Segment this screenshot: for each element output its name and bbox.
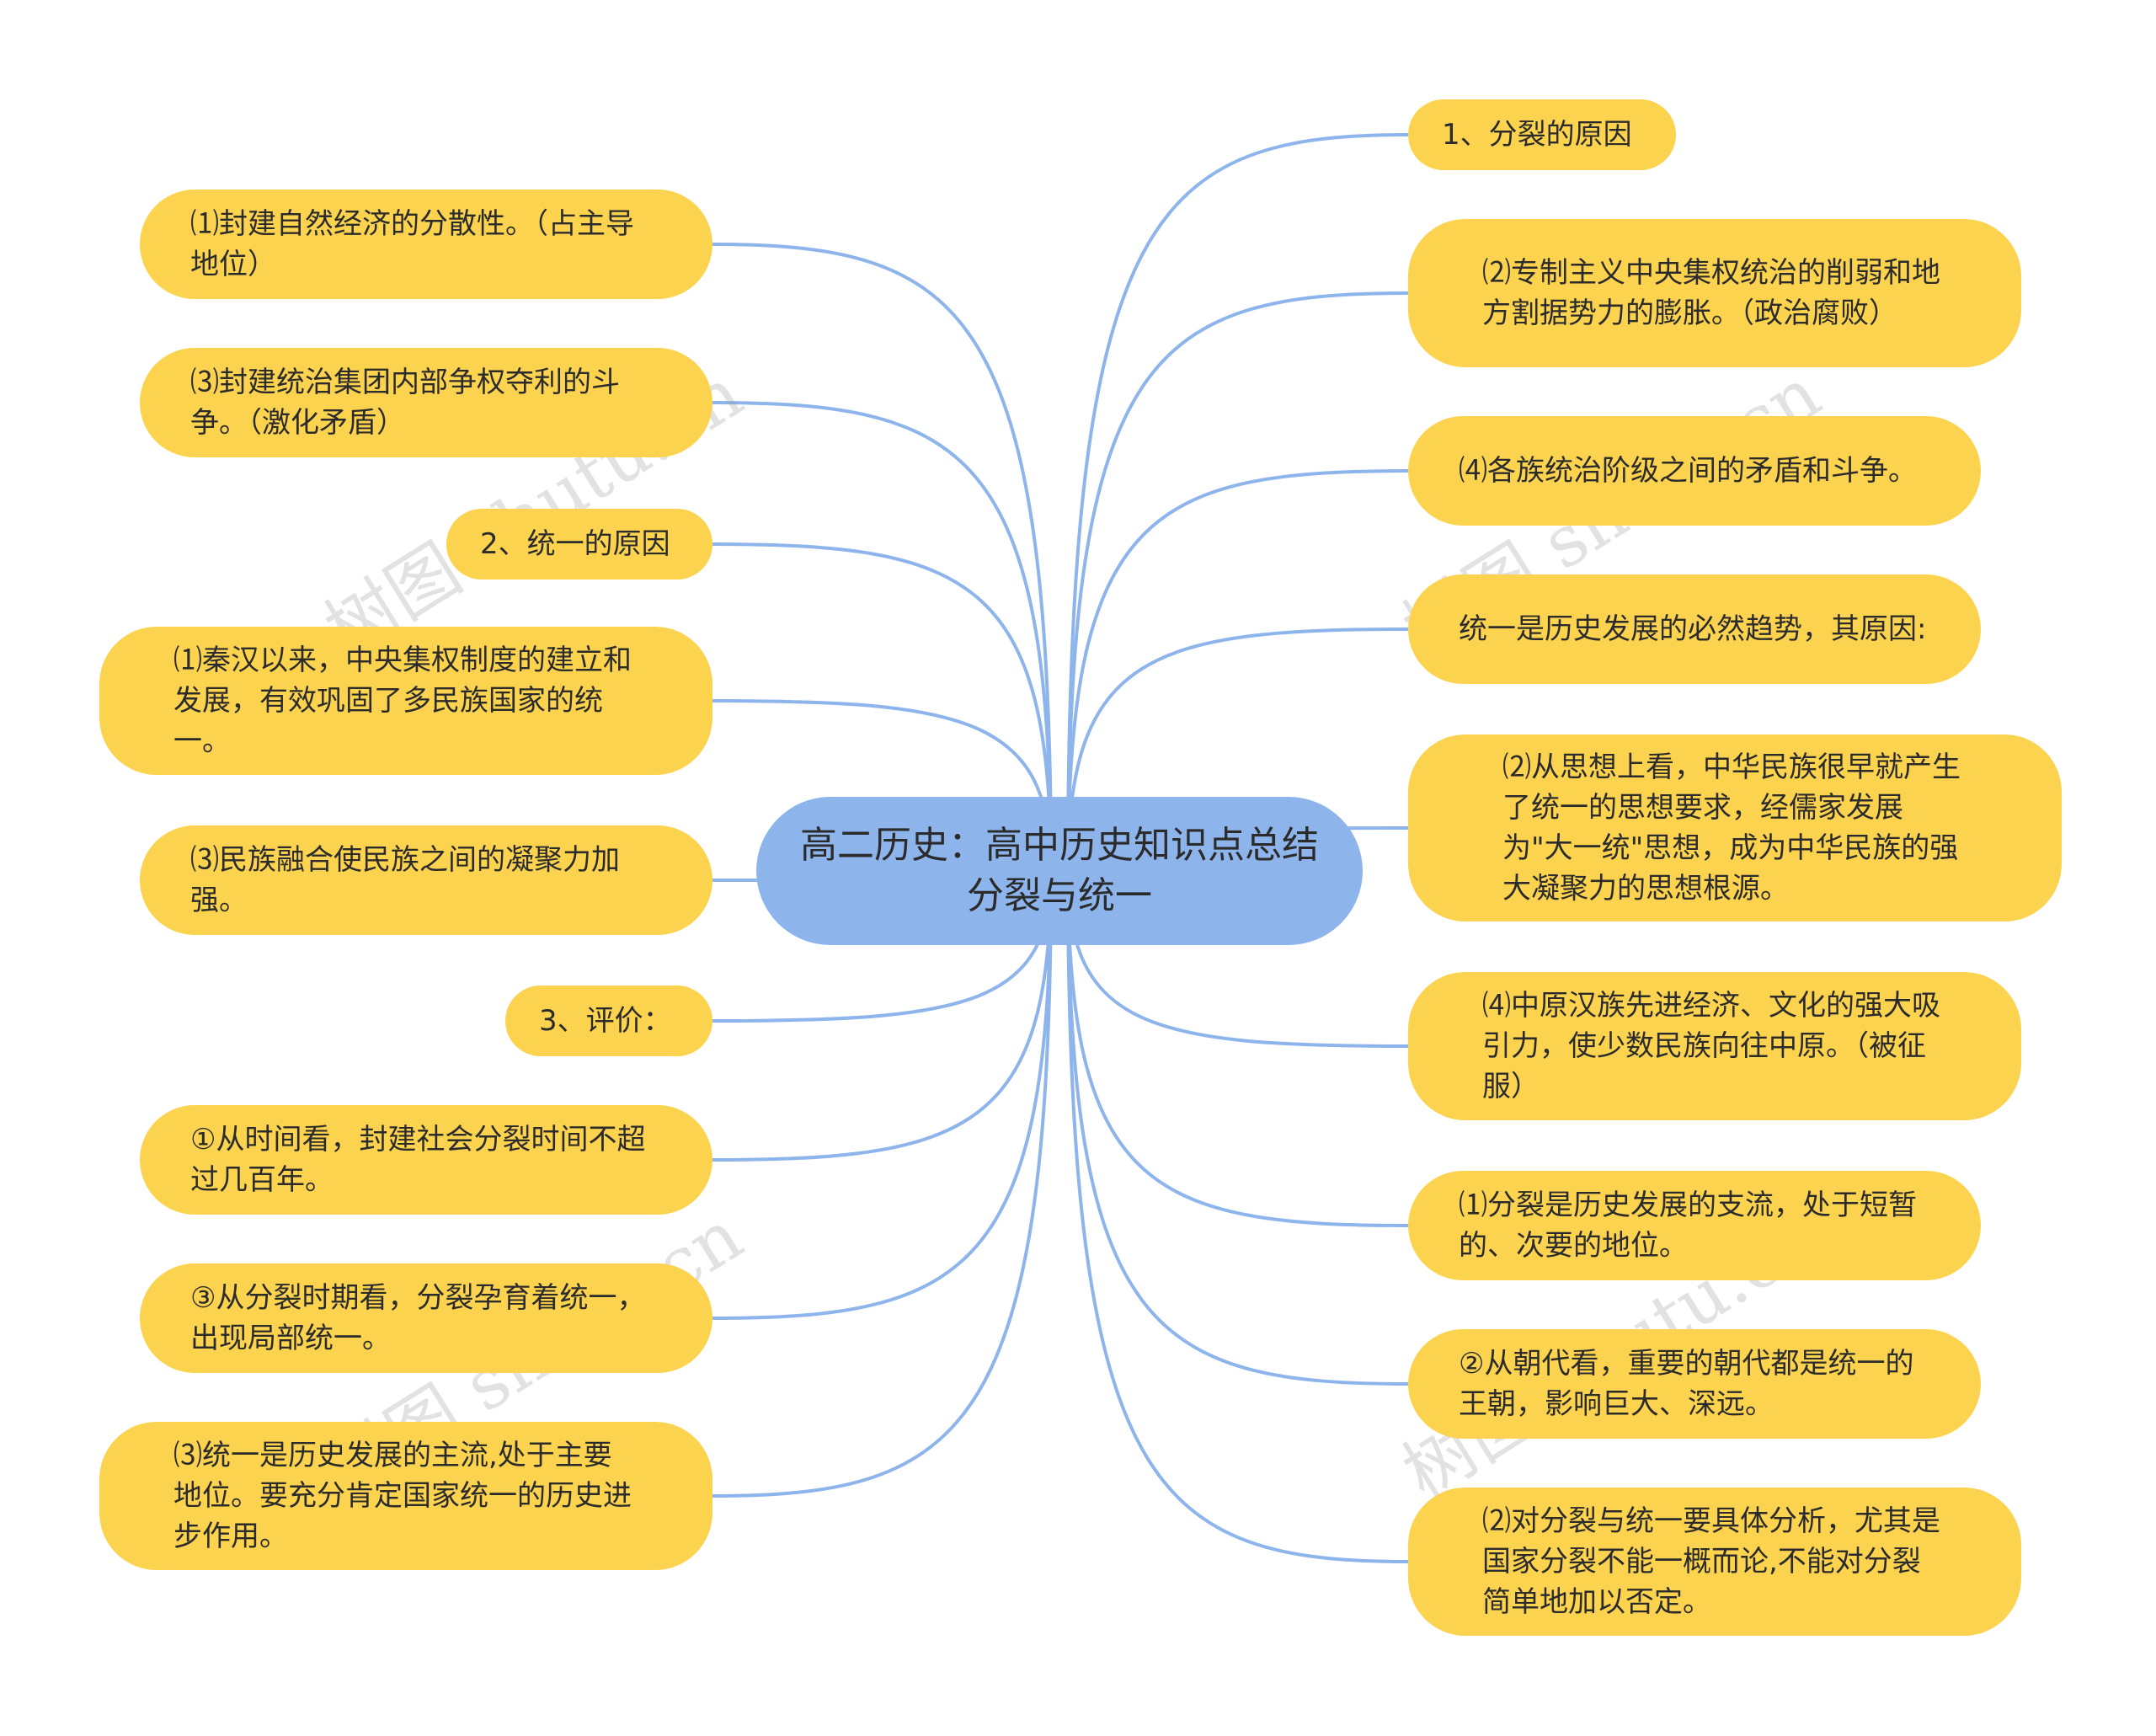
right-node-8[interactable]: ②从朝代看，重要的朝代都是统一的王朝，影响巨大、深远。 <box>1408 1329 1981 1439</box>
edge-L6 <box>712 870 1053 1162</box>
right-node-5[interactable]: ⑵从思想上看，中华民族很早就产生了统一的思想要求，经儒家发展为"大一统"思想，成… <box>1408 734 2062 921</box>
right-node-4[interactable]: 统一是历史发展的必然趋势，其原因: <box>1408 574 1981 684</box>
edge-R0 <box>1066 133 1409 872</box>
edge-R3 <box>1066 628 1409 872</box>
edge-L8 <box>712 870 1053 1498</box>
right-node-6[interactable]: ⑷中原汉族先进经济、文化的强大吸引力，使少数民族向往中原。（被征服） <box>1408 972 2021 1120</box>
edge-R2 <box>1066 469 1409 872</box>
left-node-3[interactable]: 2、统一的原因 <box>446 509 712 580</box>
edge-L1 <box>712 401 1053 872</box>
right-node-2[interactable]: ⑵专制主义中央集权统治的削弱和地方割据势力的膨胀。（政治腐败） <box>1408 219 2021 367</box>
edge-R1 <box>1066 291 1409 872</box>
edge-L2 <box>712 542 1053 872</box>
left-node-4[interactable]: ⑴秦汉以来，中央集权制度的建立和发展，有效巩固了多民族国家的统一。 <box>99 627 712 775</box>
edge-L0 <box>712 243 1053 872</box>
edge-R8 <box>1066 870 1409 1563</box>
left-node-6[interactable]: 3、评价： <box>505 986 712 1056</box>
right-node-1[interactable]: 1、分裂的原因 <box>1408 99 1676 170</box>
left-node-7[interactable]: ①从时间看，封建社会分裂时间不超过几百年。 <box>140 1105 712 1215</box>
right-node-7[interactable]: ⑴分裂是历史发展的支流，处于短暂的、次要的地位。 <box>1408 1171 1981 1280</box>
left-node-9[interactable]: ⑶统一是历史发展的主流,处于主要地位。要充分肯定国家统一的历史进步作用。 <box>99 1422 712 1570</box>
right-node-9[interactable]: ⑵对分裂与统一要具体分析，尤其是国家分裂不能一概而论,不能对分裂简单地加以否定。 <box>1408 1488 2021 1636</box>
left-node-2[interactable]: ⑶封建统治集团内部争权夺利的斗争。（激化矛盾） <box>140 348 712 457</box>
edge-L7 <box>712 870 1053 1320</box>
left-node-5[interactable]: ⑶民族融合使民族之间的凝聚力加强。 <box>140 825 712 935</box>
edge-R7 <box>1066 870 1409 1386</box>
central-topic[interactable]: 高二历史：高中历史知识点总结分裂与统一 <box>756 797 1363 945</box>
right-node-3[interactable]: ⑷各族统治阶级之间的矛盾和斗争。 <box>1408 416 1981 526</box>
left-node-1[interactable]: ⑴封建自然经济的分散性。（占主导地位） <box>140 190 712 299</box>
edge-R6 <box>1066 870 1409 1227</box>
left-node-8[interactable]: ③从分裂时期看，分裂孕育着统一，出现局部统一。 <box>140 1263 712 1373</box>
